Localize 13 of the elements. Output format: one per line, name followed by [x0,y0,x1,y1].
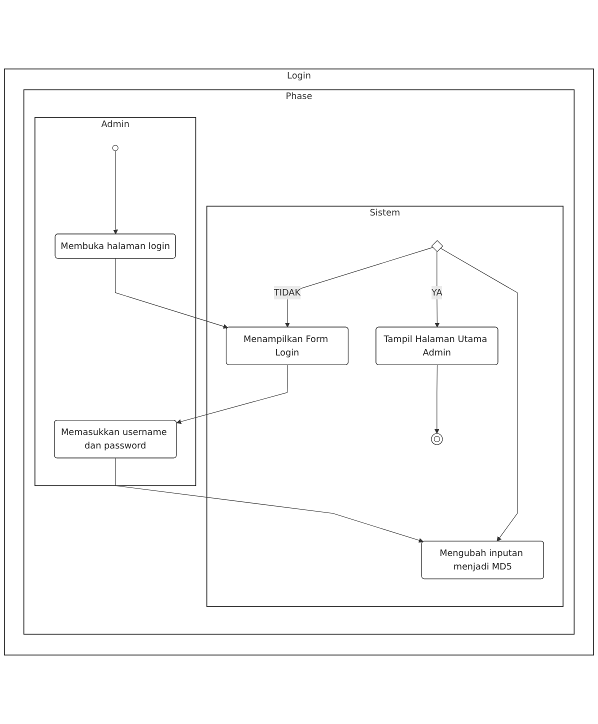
arrow [285,247,433,328]
arrow [176,364,288,424]
arrow [440,248,518,542]
node-diamond [431,240,444,252]
edge-label: TIDAK [274,287,301,298]
arrow [115,258,228,329]
arrow [113,150,118,234]
node-circle [431,433,443,445]
arrow [434,364,440,434]
node-circle [112,144,118,152]
arrow [434,251,440,328]
edge-label: YA [432,287,442,298]
arrow [115,458,424,543]
